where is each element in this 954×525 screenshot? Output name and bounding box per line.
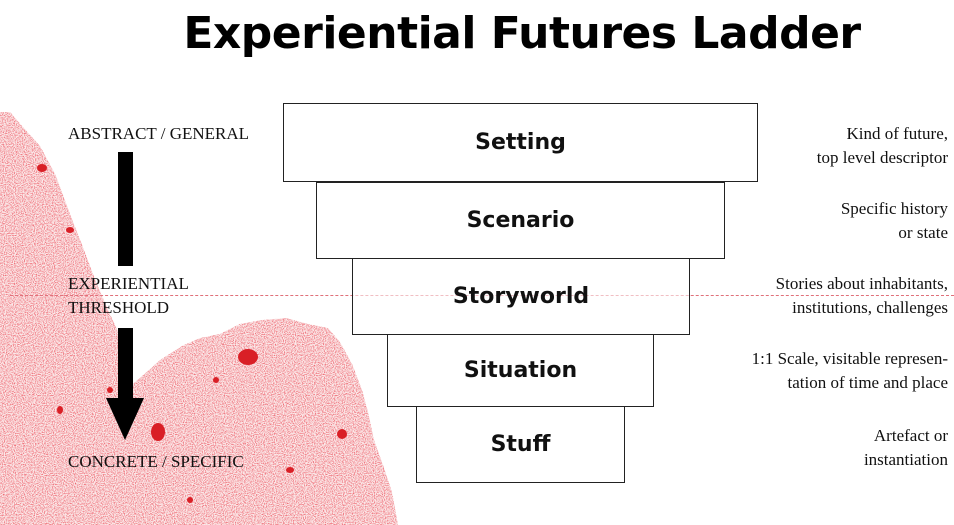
concrete-specific-label: CONCRETE / SPECIFIC xyxy=(68,452,244,471)
abstract-general-label: ABSTRACT / GENERAL xyxy=(68,124,250,143)
rung-label: Stuff xyxy=(490,432,551,457)
description-line: top level descriptor xyxy=(816,148,948,167)
ladder-rung-storyworld: Storyworld xyxy=(352,258,690,335)
storyworld-description: Stories about inhabitants, institutions,… xyxy=(708,272,948,320)
stuff-description: Artefact or instantiation xyxy=(708,424,948,472)
description-line: 1:1 Scale, visitable represen- xyxy=(751,349,948,368)
description-line: tation of time and place xyxy=(787,373,949,392)
description-line: Artefact or xyxy=(873,426,948,445)
threshold-label-line2: THRESHOLD xyxy=(68,298,170,317)
description-line: Specific history xyxy=(840,199,948,218)
rung-label: Situation xyxy=(463,358,578,383)
experiential-threshold-label: EXPERIENTIAL THRESHOLD xyxy=(68,272,189,320)
ladder-rung-setting: Setting xyxy=(283,103,758,182)
situation-description: 1:1 Scale, visitable represen- tation of… xyxy=(708,347,948,395)
description-line: institutions, challenges xyxy=(792,298,948,317)
upper-arrow-shaft xyxy=(118,152,133,266)
diagram-title: Experiential Futures Ladder xyxy=(183,8,861,59)
description-line: or state xyxy=(898,223,948,242)
ladder-rung-scenario: Scenario xyxy=(316,182,725,259)
scenario-description: Specific history or state xyxy=(708,197,948,245)
setting-description: Kind of future, top level descriptor xyxy=(708,122,948,170)
ladder-rung-stuff: Stuff xyxy=(416,406,625,483)
lower-arrow-shaft xyxy=(118,328,133,400)
ladder-rung-situation: Situation xyxy=(387,334,654,407)
rung-label: Storyworld xyxy=(452,284,590,309)
description-line: instantiation xyxy=(863,450,948,469)
down-arrow-head xyxy=(106,398,144,440)
threshold-label-line1: EXPERIENTIAL xyxy=(68,274,189,293)
rung-label: Scenario xyxy=(466,208,575,233)
description-line: Kind of future, xyxy=(846,124,948,143)
description-line: Stories about inhabitants, xyxy=(775,274,948,293)
rung-label: Setting xyxy=(475,130,566,155)
